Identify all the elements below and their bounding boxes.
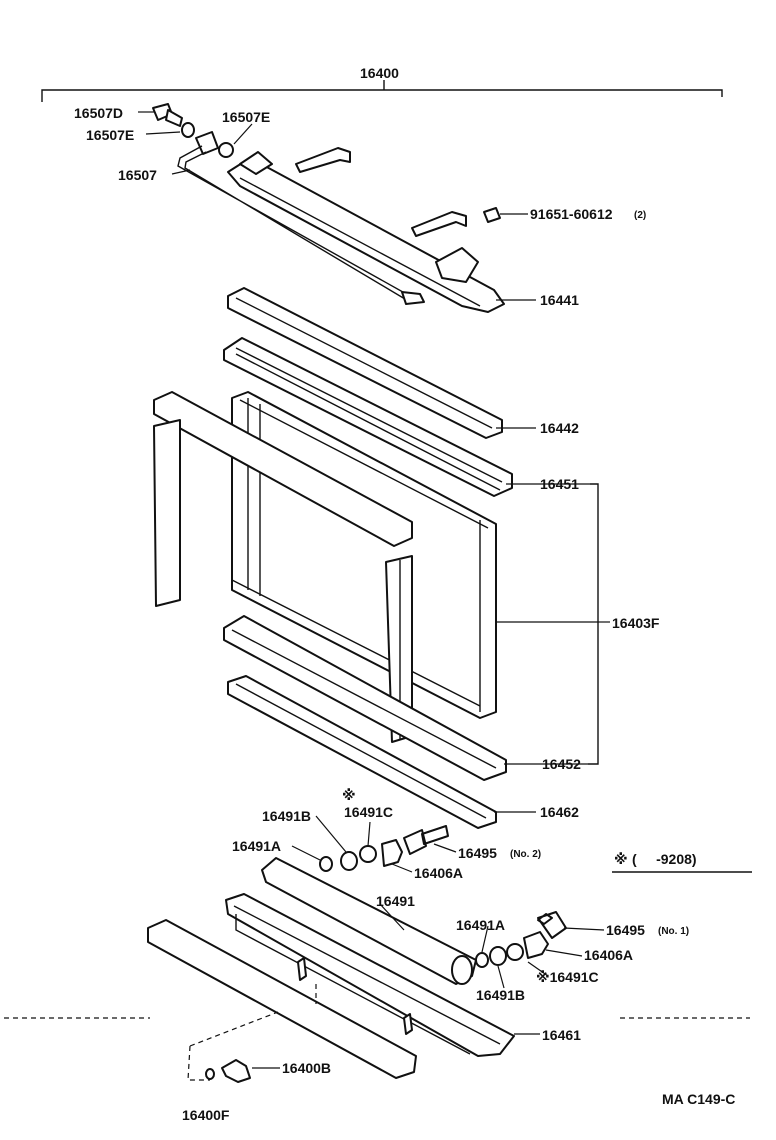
label-16462: 16462 xyxy=(540,804,579,820)
assembly-label: 16400 xyxy=(360,65,399,81)
note-text: ( -9208) xyxy=(632,851,697,867)
upper-tank-16441 xyxy=(227,151,505,313)
nut-16406A-top xyxy=(381,839,403,867)
seal-strip-left xyxy=(153,419,181,607)
drain-plug-16507D xyxy=(152,103,183,127)
label-91651: 91651-60612 xyxy=(530,206,613,222)
label-16406A-bottom: 16406A xyxy=(584,947,633,963)
core-plate-16452 xyxy=(223,615,507,781)
gasket-16491B-bottom xyxy=(489,946,507,966)
label-16495-no2-note: (No. 2) xyxy=(510,849,541,860)
core-plate-16451 xyxy=(223,337,513,497)
label-16452: 16452 xyxy=(542,756,581,772)
label-16400F: 16400F xyxy=(182,1107,230,1123)
label-16495-no2: 16495 xyxy=(458,845,497,861)
washer-16491C-bottom xyxy=(506,943,524,961)
label-16491C-bottom: ※16491C xyxy=(536,969,599,985)
gasket-16507E-right xyxy=(218,142,234,158)
label-16495-no1-note: (No. 1) xyxy=(658,926,689,937)
union-16495-no2 xyxy=(403,825,449,855)
label-16491B-bottom: 16491B xyxy=(476,987,525,1003)
washer-16491A-top xyxy=(319,856,333,872)
drain-cock-16400B xyxy=(221,1059,251,1083)
note-symbol: ※ xyxy=(614,851,628,867)
bracket-top-left xyxy=(295,147,351,173)
diagram-code: MA C149-C xyxy=(662,1091,735,1107)
label-91651-qty: (2) xyxy=(634,210,646,221)
oil-cooler-16491 xyxy=(261,857,477,985)
o-ring-16400F xyxy=(205,1068,215,1080)
bracket-top-right xyxy=(411,211,467,237)
label-16491C-top: 16491C xyxy=(344,804,393,820)
overflow-hose-16507 xyxy=(177,145,411,303)
seal-strip-bottom xyxy=(147,919,417,1079)
label-16461: 16461 xyxy=(542,1027,581,1043)
label-16507E-right: 16507E xyxy=(222,109,270,125)
label-16507E-left: 16507E xyxy=(86,127,134,143)
hose-clamp-16507 xyxy=(195,131,219,155)
label-16491A-bottom: 16491A xyxy=(456,917,505,933)
washer-16491C-top xyxy=(359,845,377,863)
assembly-bracket xyxy=(41,80,723,102)
label-16406A-top: 16406A xyxy=(414,865,463,881)
group-bracket-16403F xyxy=(588,483,599,765)
label-16400B: 16400B xyxy=(282,1060,331,1076)
label-16442: 16442 xyxy=(540,420,579,436)
label-16491A-top: 16491A xyxy=(232,838,281,854)
label-16491C-top-mark: ※ xyxy=(342,787,356,803)
radiator-core-16403F xyxy=(231,391,497,719)
label-16403F: 16403F xyxy=(612,615,660,631)
label-16507D: 16507D xyxy=(74,105,123,121)
seal-strip-top xyxy=(153,391,413,547)
label-16491: 16491 xyxy=(376,893,415,909)
lower-tank-16461 xyxy=(225,893,515,1057)
label-16495-no1: 16495 xyxy=(606,922,645,938)
gasket-16491B-top xyxy=(340,851,358,871)
nut-16406A-bottom xyxy=(523,931,549,959)
hose-end xyxy=(401,291,425,305)
label-16507: 16507 xyxy=(118,167,157,183)
label-16451: 16451 xyxy=(540,476,579,492)
label-16441: 16441 xyxy=(540,292,579,308)
bolt-91651 xyxy=(483,207,501,223)
washer-16491A-bottom xyxy=(475,952,489,968)
label-16491B-top: 16491B xyxy=(262,808,311,824)
gasket-16507E-left xyxy=(181,122,195,138)
